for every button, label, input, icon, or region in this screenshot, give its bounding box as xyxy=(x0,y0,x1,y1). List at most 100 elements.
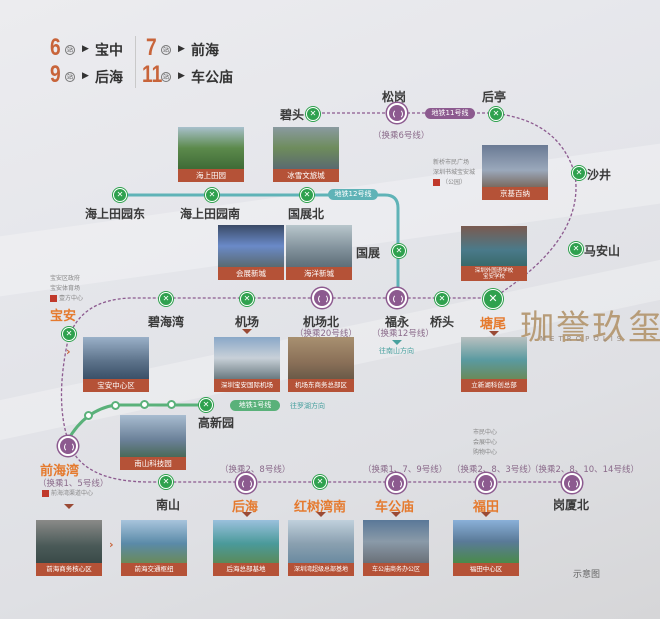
transfer-note: （换乘20号线） xyxy=(295,329,357,339)
card-caption: 机场东商务总部区 xyxy=(288,379,354,392)
metro-icon: ✕ xyxy=(300,188,314,202)
photo xyxy=(461,337,527,379)
transfer-note: （换乘1、7、9号线） xyxy=(363,465,448,475)
legend-destination: 前海 xyxy=(191,43,219,59)
station-guozhan: 国展 xyxy=(356,246,381,260)
legend-count: 9 xyxy=(50,61,61,88)
card-lixinhu: 立新湖科创总部 xyxy=(461,337,527,392)
card-shenzhenwan: 深圳湾超级总部基地 xyxy=(288,520,354,576)
card-caption: 后海总部基地 xyxy=(213,563,279,576)
caret-down-icon xyxy=(316,512,326,517)
transfer-icon xyxy=(562,473,582,493)
card-houhaizongbu: 后海总部基地 xyxy=(213,520,279,576)
card-huizhanxincheng: 会展新城 xyxy=(218,225,284,280)
station-haishangtianyuannan: 海上田园南 xyxy=(180,207,241,221)
card-caption: 海上田园 xyxy=(178,169,244,182)
transfer-note: （换乘2、8、3号线） xyxy=(452,465,537,475)
station-houhai: 后海 xyxy=(232,500,259,515)
poi: 前海湾渠道中心 xyxy=(42,489,93,499)
poi-list: 宝安区政府 宝安体育场 壹方中心 xyxy=(50,274,83,304)
metro-icon: ✕ xyxy=(113,188,127,202)
station-qianhaiwan: 前海湾 xyxy=(40,464,80,479)
photo xyxy=(461,226,527,266)
photo xyxy=(178,127,244,169)
card-nanshankeji: 南山科技园 xyxy=(120,415,186,470)
card-caption: 深圳宝安国际机场 xyxy=(214,379,280,392)
legend-destination: 宝中 xyxy=(95,43,123,59)
photo xyxy=(214,337,280,379)
photo xyxy=(453,520,519,563)
transfer-icon xyxy=(386,473,406,493)
legend-count: 7 xyxy=(146,34,157,61)
photo xyxy=(286,225,352,267)
poi-list: 新桥市民广场 深圳书城宝安城 （公园） xyxy=(433,158,475,188)
photo xyxy=(120,415,186,457)
poi: 会展中心 xyxy=(473,439,498,446)
photo xyxy=(121,520,187,563)
card-caption: 海洋新城 xyxy=(286,267,352,280)
transfer-icon xyxy=(236,473,256,493)
station-nanshan: 南山 xyxy=(156,498,181,512)
station-gangxiabei: 岗厦北 xyxy=(553,498,590,512)
transfer-icon xyxy=(312,288,332,308)
station-bitou: 碧头 xyxy=(280,108,305,122)
card-caption: 深圳外国语学校 宝安学校 xyxy=(461,266,527,281)
card-caption: 京基百纳 xyxy=(482,187,548,200)
metro-icon: ✕ xyxy=(240,292,254,306)
card-caption: 冰雪文旅城 xyxy=(273,169,339,182)
station-houting: 后亭 xyxy=(482,90,507,104)
brand-icon xyxy=(433,179,440,186)
photo xyxy=(213,520,279,563)
station-dot xyxy=(111,401,120,410)
arrow-right-icon: ▶ xyxy=(178,71,185,81)
transfer-note: （换乘6号线） xyxy=(373,131,430,141)
caret-down-icon xyxy=(391,512,401,517)
transfer-note: （换乘2、8号线） xyxy=(220,465,291,475)
station-dot xyxy=(167,400,176,409)
photo xyxy=(363,520,429,563)
card-baoanzhongxin: 宝安中心区 xyxy=(83,337,149,392)
metro-icon: ✕ xyxy=(483,289,503,309)
arrow-right-icon: ▶ xyxy=(82,44,89,54)
transfer-icon xyxy=(387,288,407,308)
card-caption: 立新湖科创总部 xyxy=(461,379,527,392)
station-maanshan: 马安山 xyxy=(584,244,621,258)
metro-icon: ✕ xyxy=(569,242,583,256)
metro-icon: ✕ xyxy=(159,292,173,306)
card-school: 深圳外国语学校 宝安学校 xyxy=(461,226,527,281)
transfer-icon xyxy=(476,473,496,493)
poi: 新桥市民广场 xyxy=(433,159,470,166)
card-haiyangxincheng: 海洋新城 xyxy=(286,225,352,280)
poi: 深圳书城宝安城 xyxy=(433,169,476,176)
legend-unit: 站 xyxy=(65,45,75,55)
metro-icon: ✕ xyxy=(435,292,449,306)
poi: 宝安体育场 xyxy=(50,285,81,292)
legend-unit: 站 xyxy=(65,72,75,82)
card-chegongmiaooffice: 车公庙商务办公区 xyxy=(363,520,429,576)
card-binxuewenlv: 冰雪文旅城 xyxy=(273,127,339,182)
caret-down-icon xyxy=(242,329,252,334)
station-guozhanbei: 国展北 xyxy=(288,207,325,221)
card-caption: 宝安中心区 xyxy=(83,379,149,392)
station-jichang: 机场 xyxy=(235,315,260,329)
arrow-right-icon: ▶ xyxy=(178,44,185,54)
poi: （公园） xyxy=(433,178,475,188)
poi: 购物中心 xyxy=(473,449,498,456)
card-caption: 深圳湾超级总部基地 xyxy=(288,563,354,576)
metro-icon: ✕ xyxy=(392,244,406,258)
photo xyxy=(288,520,354,563)
line11-tag: 地铁11号线 xyxy=(425,108,475,119)
direction-note: 往南山方向 xyxy=(379,347,414,355)
station-fuyong: 福永 xyxy=(385,315,410,329)
station-hongshuwannan: 红树湾南 xyxy=(294,500,347,515)
station-jichangbei: 机场北 xyxy=(303,315,340,329)
card-haishangtianyuan: 海上田园 xyxy=(178,127,244,182)
station-gaoxinyuan: 高新园 xyxy=(198,416,235,430)
chevron-right-icon: › xyxy=(109,538,114,551)
card-caption: 南山科技园 xyxy=(120,457,186,470)
brand-logo: 珈誉玖玺 xyxy=(520,308,660,348)
poi: 壹方中心 xyxy=(50,294,83,304)
legend-destination: 车公庙 xyxy=(191,70,233,86)
legend-count: 6 xyxy=(50,34,61,61)
